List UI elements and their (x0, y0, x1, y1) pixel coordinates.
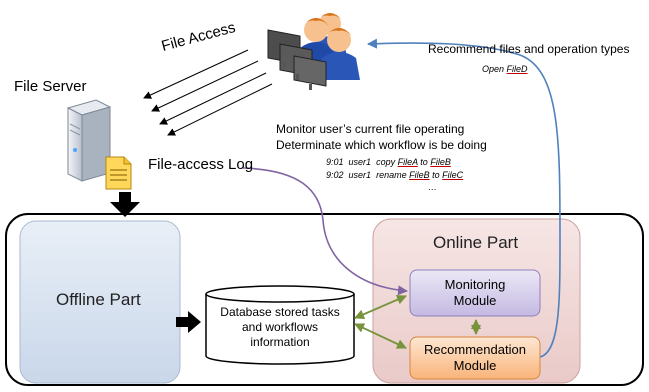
recommend-op-prefix: Open (482, 64, 505, 74)
file-access-log-label: File-access Log (148, 156, 254, 173)
log-file: FileA (397, 157, 418, 167)
database-label-line: information (250, 335, 310, 349)
log-separator: to (420, 157, 428, 167)
log-entry: 9:01 user1 copy FileA to FileB (326, 156, 451, 169)
file-server-icon (66, 99, 112, 182)
database-label: Database stored tasks and workflows info… (206, 305, 354, 350)
monitor-line-1: Monitor user’s current file operating (276, 122, 465, 136)
log-file: FileC (442, 170, 464, 180)
recommendation-module-line: Module (453, 358, 497, 373)
recommendation-to-users-arrow (367, 38, 561, 358)
recommendation-module-line: Recommendation (424, 342, 526, 357)
recommend-op-file: FileD (506, 64, 528, 74)
log-entry: 9:02 user1 rename FileB to FileC (326, 169, 463, 182)
log-time: 9:02 (326, 170, 344, 180)
database-label-line: and workflows (241, 320, 319, 334)
database-label-line: Database stored tasks (220, 305, 340, 319)
database-cylinder (205, 285, 355, 365)
log-to-monitoring-arrow (242, 167, 408, 296)
offline-part-box (19, 220, 181, 384)
offline-to-database-arrow (176, 311, 201, 333)
recommendation-module-box (409, 336, 541, 380)
monitor-line-2: Determinate which workflow is be doing (276, 138, 487, 152)
log-user: user1 (348, 157, 372, 167)
log-file: FileB (409, 170, 430, 180)
recommendation-module: Recommendation Module (410, 337, 540, 379)
log-action: rename (376, 170, 407, 180)
file-server-label: File Server (14, 78, 87, 95)
offline-part-title: Offline Part (56, 290, 141, 309)
monitoring-module: Monitoring Module (410, 270, 540, 316)
users-at-computers-icon (267, 13, 360, 90)
log-time: 9:01 (326, 157, 344, 167)
file-access-arrows (143, 49, 273, 136)
green-data-arrows (354, 294, 481, 349)
log-separator: to (432, 170, 440, 180)
log-file: FileB (430, 157, 451, 167)
online-part-title: Online Part (433, 233, 519, 252)
server-to-system-arrow (110, 192, 140, 217)
log-action: copy (376, 157, 396, 167)
recommend-title: Recommend files and operation types (428, 42, 630, 56)
log-user: user1 (348, 170, 372, 180)
log-document-icon (105, 156, 132, 190)
monitoring-module-line: Module (453, 293, 497, 308)
monitoring-module-box (409, 269, 541, 317)
monitoring-module-line: Monitoring (444, 277, 506, 292)
log-ellipsis: … (428, 182, 437, 192)
recommend-operation: Open FileD (482, 63, 528, 76)
